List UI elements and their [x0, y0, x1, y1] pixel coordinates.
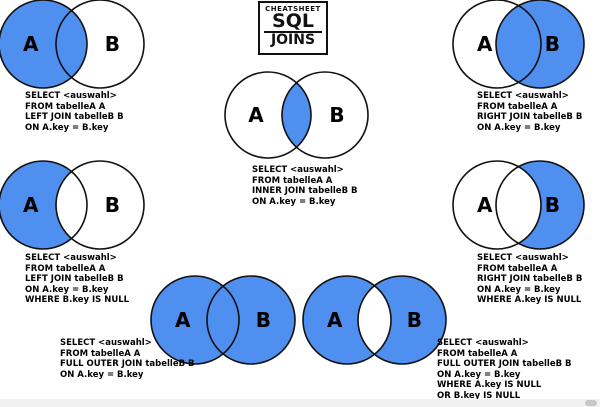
sql-line: FROM tabelleA A: [25, 263, 106, 274]
circle-a-outline: [452, 160, 542, 250]
sql-line: WHERE B.key IS NULL: [25, 295, 130, 305]
label-a: A: [477, 193, 493, 217]
sql-line: ON A.key = B.key: [25, 284, 109, 295]
sql-line: ON A.key = B.key: [60, 369, 144, 380]
sql-line: SELECT <auswahl>: [477, 91, 569, 101]
sql-line: FROM tabelleA A: [25, 101, 106, 112]
sql-line: FROM tabelleA A: [437, 348, 518, 359]
region-a-filled: [0, 0, 87, 88]
sql-joins-logo: CHEATSHEET SQL JOINS: [258, 1, 328, 55]
sql-line: INNER JOIN tabelleB B: [252, 186, 358, 196]
sql-line: FULL OUTER JOIN tabelleB B: [60, 359, 195, 369]
circle-a-outline: [224, 71, 312, 159]
label-a: A: [23, 32, 39, 56]
label-b: B: [256, 308, 271, 332]
sql-line: SELECT <auswahl>: [477, 253, 569, 263]
region-b-filled: [207, 276, 295, 364]
sql-line: SELECT <auswahl>: [60, 338, 152, 348]
sql-line: SELECT <auswahl>: [25, 253, 117, 263]
sql-line: ON A.key = B.key: [477, 122, 561, 133]
label-b: B: [105, 32, 120, 56]
circle-b-outline: [495, 0, 585, 89]
sql-line: FROM tabelleA A: [477, 263, 558, 274]
circle-b-outline: [357, 275, 447, 365]
sql-line: RIGHT JOIN tabelleB B: [477, 112, 583, 122]
sql-line: SELECT <auswahl>: [437, 338, 529, 348]
sql-line: LEFT JOIN tabelleB B: [25, 274, 124, 284]
sql-line: ON A.key = B.key: [25, 122, 109, 133]
logo-main-text: SQL: [272, 10, 314, 32]
label-a: A: [327, 308, 343, 332]
circle-b-outline: [281, 71, 369, 159]
sql-line: OR B.key IS NULL: [437, 390, 521, 401]
circle-b-outline: [206, 275, 296, 365]
sql-line: FROM tabelleA A: [477, 101, 558, 112]
horizontal-scrollbar-track[interactable]: [0, 399, 600, 407]
sql-line: WHERE A.key IS NULL: [437, 380, 542, 390]
label-b: B: [407, 308, 422, 332]
sql-line: SELECT <auswahl>: [252, 165, 344, 175]
label-a: A: [175, 308, 191, 332]
sql-line: ON A.key = B.key: [477, 284, 561, 295]
label-b: B: [545, 32, 560, 56]
intersection-cleared: [56, 161, 87, 249]
logo-sub-text: JOINS: [264, 31, 322, 48]
intersection-cleared: [496, 161, 541, 249]
sql-line: FULL OUTER JOIN tabelleB B: [437, 359, 572, 369]
label-a: A: [23, 193, 39, 217]
sql-line: SELECT <auswahl>: [25, 91, 117, 101]
circle-a-outline: [150, 275, 240, 365]
sql-line: FROM tabelleA A: [252, 175, 333, 186]
label-a: A: [248, 103, 264, 127]
horizontal-scrollbar-thumb[interactable]: [585, 400, 597, 406]
region-intersection-filled: [282, 72, 311, 158]
sql-line: FROM tabelleA A: [60, 348, 141, 359]
label-b: B: [329, 103, 344, 127]
circle-b-outline: [55, 0, 145, 89]
sql-line: WHERE A.key IS NULL: [477, 295, 582, 305]
circle-a-outline: [0, 160, 88, 250]
region-b-filled: [496, 0, 584, 88]
logo-top-text: CHEATSHEET: [265, 5, 321, 13]
label-a: A: [477, 32, 493, 56]
circle-a-outline: [302, 275, 392, 365]
circle-b-outline: [55, 160, 145, 250]
sql-line: LEFT JOIN tabelleB B: [25, 112, 124, 122]
circle-b-outline: [495, 160, 585, 250]
intersection-cleared: [358, 276, 391, 364]
circle-a-outline: [0, 0, 88, 89]
label-b: B: [545, 193, 560, 217]
sql-line: ON A.key = B.key: [437, 369, 521, 380]
circle-a-outline: [452, 0, 542, 89]
sql-line: ON A.key = B.key: [252, 196, 336, 207]
label-b: B: [105, 193, 120, 217]
sql-line: RIGHT JOIN tabelleB B: [477, 274, 583, 284]
